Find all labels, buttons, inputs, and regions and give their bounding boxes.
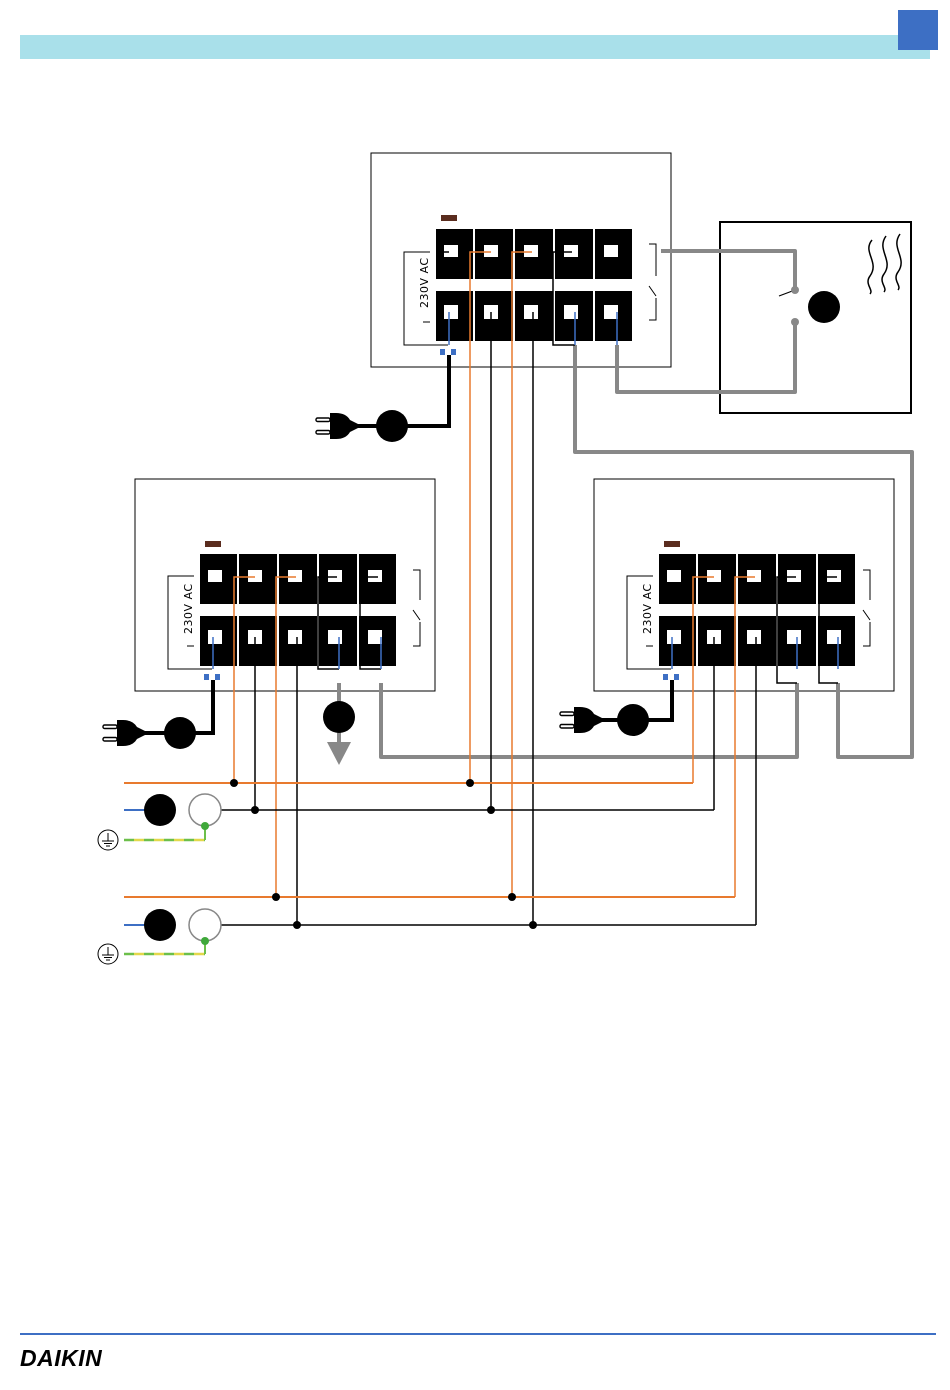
- drain-valve-icon: [323, 701, 355, 733]
- power-plug-icon: [103, 720, 145, 746]
- controller-right: 230V AC: [594, 479, 894, 691]
- earth-ground-icon: [98, 830, 118, 850]
- status-led: [664, 541, 680, 547]
- svg-text:DAIKIN: DAIKIN: [20, 1345, 102, 1371]
- drain-arrow-icon: [327, 742, 351, 765]
- controller-left: 230V AC: [135, 479, 435, 691]
- rcd-icon: [189, 794, 221, 826]
- rcd-icon: [189, 909, 221, 941]
- power-plug-icon: [316, 413, 358, 439]
- breaker-icon: [144, 909, 176, 941]
- supply-2: [98, 893, 756, 964]
- voltage-label: 230V AC: [182, 583, 195, 634]
- footer-rule: [20, 1333, 936, 1335]
- status-led: [205, 541, 221, 547]
- breaker-icon: [144, 794, 176, 826]
- voltage-label: 230V AC: [418, 257, 431, 308]
- supply-1: [98, 779, 714, 850]
- power-plug-icon: [560, 707, 602, 733]
- thermostat-sensor-icon: [808, 291, 840, 323]
- status-led: [441, 215, 457, 221]
- controller-top: 230V AC: [371, 153, 671, 367]
- earth-ground-icon: [98, 944, 118, 964]
- daikin-logo: DAIKIN: [20, 1345, 140, 1371]
- voltage-label: 230V AC: [641, 583, 654, 634]
